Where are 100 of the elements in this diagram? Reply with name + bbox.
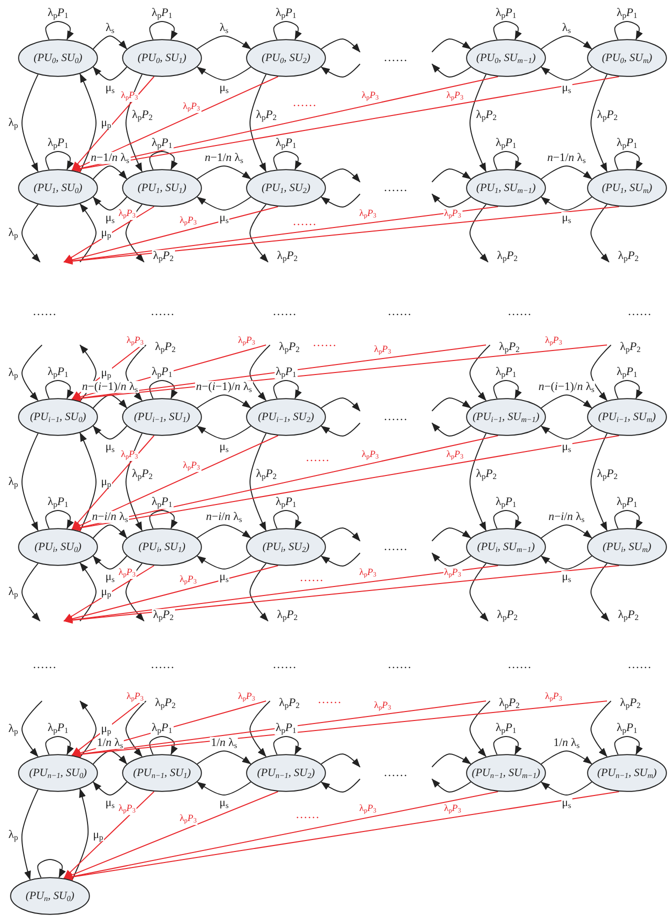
- rate-label: λ$_{p}$P$_{1}$: [616, 496, 638, 508]
- transition-arrow: [470, 74, 486, 172]
- transition-arrow: [470, 700, 490, 758]
- ellipsis: ......: [33, 304, 57, 317]
- transition-arrow: [92, 36, 128, 50]
- rate-label: 1/n λ$_{s}$: [210, 736, 238, 749]
- ellipsis: ......: [318, 692, 342, 705]
- transition-arrow: [126, 74, 142, 172]
- state-ellipse: [10, 877, 90, 915]
- transition-arrow: [196, 426, 252, 440]
- rate-label: λ$_{p}$P$_{1}$: [150, 496, 174, 508]
- transition-arrow: [432, 778, 472, 792]
- transition-arrow: [320, 168, 360, 182]
- ellipsis: ......: [293, 96, 317, 108]
- state-ellipse: [246, 528, 326, 566]
- state-label: (PU$_{i}$, SU$_{m}$): [602, 542, 652, 552]
- transition-arrow: [540, 394, 592, 408]
- rate-label: λ$_{p}$P$_{2}$: [475, 468, 498, 480]
- self-loop-arrow: [614, 510, 643, 529]
- ellipsis: ......: [151, 304, 175, 317]
- transition-arrow: [22, 700, 42, 758]
- rate-label: λ$_{p}$P$_{2}$: [596, 108, 619, 122]
- transition-arrow: [80, 432, 96, 532]
- transition-arrow: [72, 435, 278, 530]
- transition-arrow: [80, 700, 96, 758]
- state-label: (PU$_{i}$, SU$_{m−1}$): [477, 542, 535, 552]
- state-label: (PU$_{i−1}$, SU$_{m}$): [598, 412, 656, 422]
- state-ellipse: [466, 39, 546, 77]
- rate-label: λ$_{p}$: [7, 476, 19, 488]
- transition-arrow: [196, 782, 252, 796]
- self-loop-arrow: [493, 150, 522, 170]
- state-label: (PU$_{1}$, SU$_{m}$): [602, 182, 652, 194]
- rate-label: μ$_{s}$: [560, 571, 572, 584]
- transition-arrow: [22, 562, 40, 622]
- rate-label: n−1/n λ$_{s}$: [90, 152, 130, 164]
- transition-arrow: [320, 422, 360, 436]
- transition-arrow: [92, 394, 128, 408]
- self-loop-arrow: [37, 858, 66, 878]
- rate-label: λ$_{p}$P$_{1}$: [274, 496, 298, 508]
- transition-arrow: [92, 66, 128, 80]
- transition-arrow: [470, 562, 488, 622]
- transition-arrow: [250, 700, 270, 758]
- rate-label: λ$_{p}$: [7, 116, 19, 130]
- rate-label: λ$_{p}$P$_{2}$: [475, 108, 498, 122]
- transition-arrow: [196, 524, 252, 538]
- transition-arrow: [470, 204, 488, 262]
- self-loop-arrow: [149, 20, 178, 40]
- transition-arrow: [92, 196, 128, 210]
- rate-label: λ$_{p}$P$_{2}$: [152, 608, 175, 622]
- ellipsis: ......: [300, 570, 324, 583]
- transition-arrow: [64, 791, 620, 880]
- state-label: (PU$_{0}$, SU$_{m−1}$): [476, 52, 536, 64]
- transition-arrow: [92, 524, 128, 538]
- rate-label: λ$_{p}$P$_{1}$: [616, 366, 638, 378]
- rate-label: λ$_{p}$P$_{1}$: [46, 366, 70, 378]
- transition-arrow: [126, 700, 146, 758]
- transition-arrow: [250, 344, 270, 402]
- transition-arrow: [196, 750, 252, 764]
- state-ellipse: [122, 528, 202, 566]
- ellipsis: ......: [388, 658, 412, 670]
- transition-arrow: [64, 206, 620, 265]
- rate-label: λ$_{p}$P$_{3}$: [360, 450, 380, 461]
- ellipsis: ......: [33, 658, 57, 670]
- self-loop-arrow: [45, 150, 74, 170]
- ellipsis: ......: [273, 304, 297, 317]
- rate-label: λ$_{p}$: [7, 227, 19, 240]
- self-loop-arrow: [273, 510, 302, 529]
- rate-label: λ$_{p}$P$_{2}$: [596, 468, 619, 480]
- self-loop-arrow: [493, 380, 522, 399]
- rate-label: λ$_{p}$P$_{1}$: [494, 137, 518, 150]
- transition-arrow: [22, 432, 38, 532]
- transition-arrow: [320, 778, 360, 792]
- rate-label: n−i/n λ$_{s}$: [91, 510, 129, 523]
- rate-label: λ$_{p}$P$_{1}$: [494, 7, 518, 20]
- transition-arrow: [64, 565, 620, 624]
- rate-label: λ$_{p}$P$_{2}$: [255, 108, 278, 122]
- rate-label: λ$_{p}$P$_{3}$: [182, 102, 201, 113]
- state-ellipse: [246, 39, 326, 77]
- transition-arrow: [72, 76, 620, 172]
- rate-label: λ$_{p}$P$_{3}$: [445, 450, 464, 461]
- state-ellipse: [122, 39, 202, 77]
- rate-label: λ$_{p}$P$_{1}$: [616, 7, 638, 20]
- state-label: (PU$_{n−1}$, SU$_{2}$): [257, 768, 315, 778]
- self-loop-arrow: [45, 736, 74, 755]
- rate-label: λ$_{p}$P$_{1}$: [150, 7, 174, 20]
- transition-arrow: [196, 166, 252, 180]
- transition-arrow: [250, 432, 266, 532]
- transition-arrow: [22, 204, 40, 262]
- transition-arrow: [92, 166, 128, 180]
- rate-label: λ$_{p}$P$_{3}$: [117, 569, 137, 580]
- rate-label: 1/n λ$_{s}$: [96, 736, 124, 749]
- rate-label: λ$_{p}$P$_{3}$: [445, 92, 464, 102]
- state-ellipse: [587, 39, 667, 77]
- rate-label: n−(i−1)/n λ$_{s}$: [195, 380, 253, 393]
- transition-arrow: [92, 556, 128, 570]
- self-loop-arrow: [273, 150, 302, 170]
- transition-arrow: [540, 66, 592, 80]
- rate-label: λ$_{p}$P$_{1}$: [274, 7, 298, 20]
- ellipsis: ......: [306, 450, 330, 463]
- self-loop-arrow: [493, 20, 522, 40]
